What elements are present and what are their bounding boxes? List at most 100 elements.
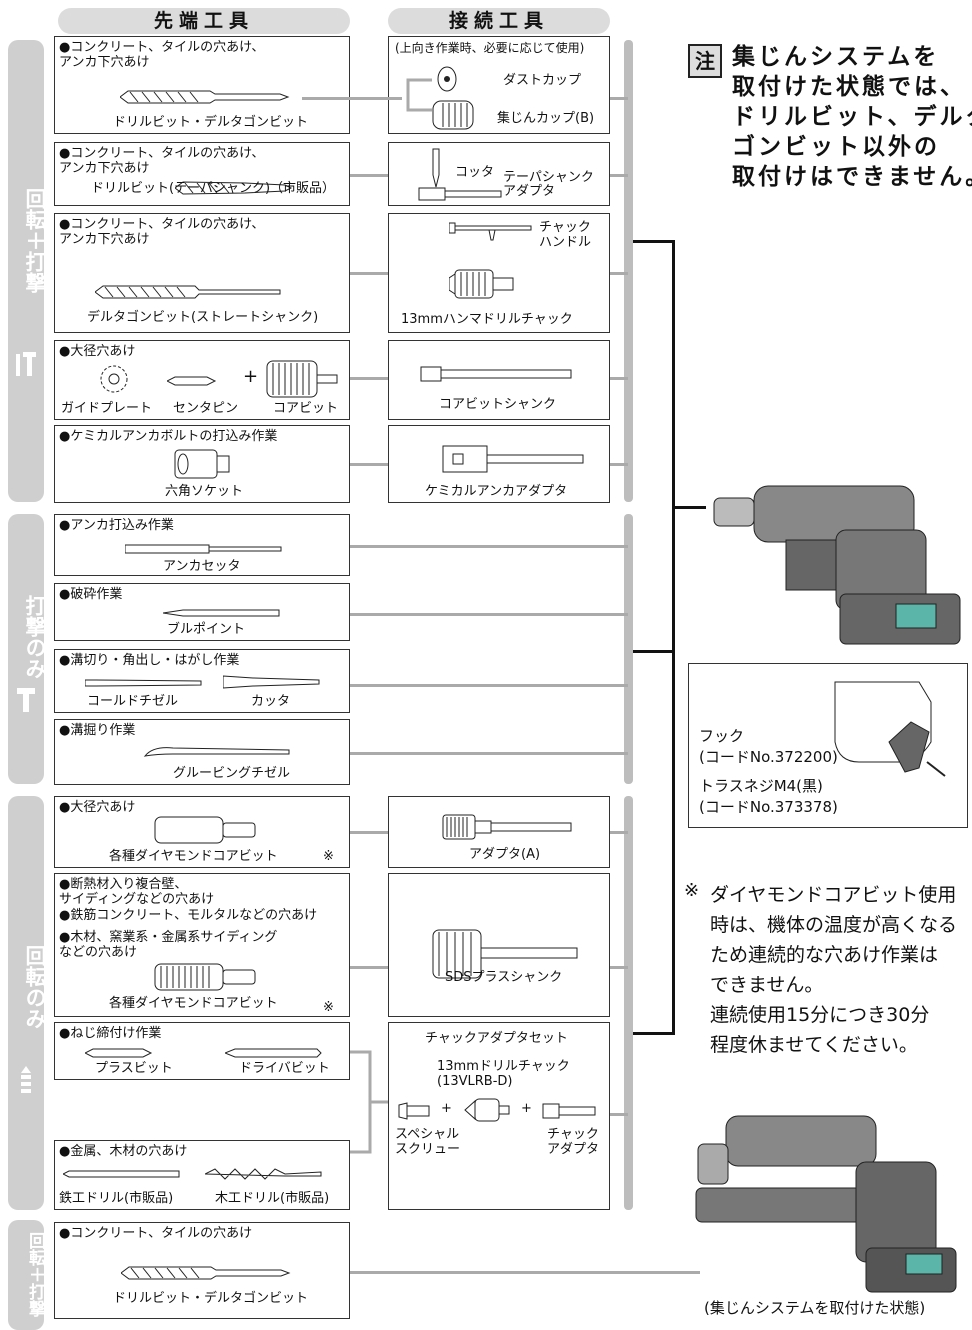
tip-caption: コアビット — [273, 401, 339, 416]
bull-point-icon — [163, 609, 280, 617]
plus-sign: + — [441, 1101, 452, 1116]
tip-box-chemical-anchor: ●ケミカルアンカボルトの打込み作業 六角ソケット — [54, 425, 350, 503]
chemical-anchor-adapter-icon — [442, 445, 584, 473]
connector-line — [610, 966, 628, 969]
anchor-setter-icon — [125, 544, 282, 554]
connector-line — [350, 613, 628, 616]
grooving-chisel-icon — [143, 747, 290, 757]
connect-caption: チャック アダプタ — [547, 1127, 600, 1157]
main-bracket — [633, 240, 675, 243]
tip-box-drill-bit-bottom: ●コンクリート、タイルの穴あけ ドリルビット・デルタゴンビット — [54, 1222, 350, 1319]
band-rotate-hammer-bottom: 回転＋打撃 — [8, 1220, 45, 1330]
tip-title: ●溝掘り作業 — [59, 723, 136, 738]
main-bracket — [633, 1032, 675, 1035]
tip-caption: グルービングチゼル — [173, 766, 291, 781]
chuck-adapter-icon — [542, 1103, 596, 1119]
drill-bit-icon — [120, 90, 290, 104]
iron-drill-icon — [63, 1170, 180, 1178]
band-rotate-only: 回転のみ — [8, 796, 47, 1210]
connect-box-taper-shank: コッタ テーパシャンク アダプタ — [388, 142, 610, 206]
hook-illustration — [834, 681, 946, 777]
tip-box-drill-bit: ●コンクリート、タイルの穴あけ、 アンカ下穴あけ ドリルビット・デルタゴンビット — [54, 36, 350, 134]
drill-bit-icon — [121, 1266, 291, 1280]
cold-chisel-icon — [85, 679, 202, 687]
connect-caption: 集じんカップ(B) — [497, 111, 595, 126]
connector-line — [350, 966, 388, 969]
band-label: 回転のみ — [23, 945, 47, 1029]
hook-detail-box: フック (コードNo.372200) トラスネジM4(黒) (コードNo.373… — [688, 663, 968, 828]
tip-caption: ドライバビット — [239, 1061, 330, 1076]
tip-title: ●ねじ締付け作業 — [59, 1026, 162, 1041]
tip-title: ●コンクリート、タイルの穴あけ、 アンカ下穴あけ — [59, 40, 265, 70]
tip-title: ●大径穴あけ — [59, 344, 136, 359]
main-bracket — [672, 240, 675, 652]
tip-caption: カッタ — [251, 694, 291, 709]
divider-bar — [624, 40, 633, 502]
tip-caption: ドリルビット・デルタゴンビット — [113, 115, 309, 130]
tip-caption: 各種ダイヤモンドコアビット — [109, 996, 278, 1011]
tip-box-large-hole: ●大径穴あけ + ガイドプレート センタピン コアビット — [54, 340, 350, 420]
special-screw-icon — [398, 1102, 430, 1120]
connector-line — [350, 463, 388, 466]
connect-title: (上向き作業時、必要に応じて使用) — [395, 41, 585, 55]
tip-title: ●木材、窯業系・金属系サイディング などの穴あけ — [59, 930, 278, 960]
connect-caption: 13mmハンマドリルチャック — [401, 312, 573, 327]
connector-line — [350, 377, 388, 380]
tip-box-bull-point: ●破砕作業 ブルポイント — [54, 583, 350, 641]
connector-line — [610, 1113, 628, 1116]
connect-subtitle: 13mmドリルチャック (13VLRB-D) — [437, 1059, 570, 1089]
header-tip-tools: 先端工具 — [58, 8, 350, 34]
tip-box-diamond-core-multi: ●断熱材入り複合壁、 サイディングなどの穴あけ ●鉄筋コンクリート、モルタルなど… — [54, 873, 350, 1017]
rotate-hammer-icon — [16, 352, 36, 376]
plus-sign: + — [521, 1101, 532, 1116]
diamond-core-bit-icon — [154, 816, 256, 844]
bracket-connector — [406, 78, 432, 112]
connect-box-core-bit-shank: コアビットシャンク — [388, 340, 610, 420]
tip-box-anchor-setter: ●アンカ打込み作業 アンカセッタ — [54, 514, 350, 576]
connector-line — [610, 272, 628, 275]
band-label: 打撃のみ — [23, 595, 47, 679]
plus-sign: + — [243, 366, 259, 387]
connect-caption: コアビットシャンク — [439, 397, 557, 412]
tip-caption: プラスビット — [95, 1061, 173, 1076]
connect-box-chemical-adapter: ケミカルアンカアダプタ — [388, 425, 610, 503]
center-pin-icon — [167, 376, 217, 386]
tip-caption: コールドチゼル — [87, 694, 179, 709]
rotate-icon — [21, 1066, 31, 1093]
footnote-text: ダイヤモンドコアビット使用 時は、機体の温度が高くなる ため連続的な穴あけ作業は… — [710, 884, 958, 1056]
connect-box-chuck-adapter-set: チャックアダプタセット 13mmドリルチャック (13VLRB-D) + + ス… — [388, 1022, 610, 1210]
tip-caption: ドリルビット(テーパシャンク)（市販品） — [91, 181, 336, 196]
tip-caption: デルタゴンビット(ストレートシャンク) — [87, 310, 319, 325]
adapter-a-icon — [442, 814, 572, 840]
connector-line — [350, 545, 628, 548]
hammer-drill-chuck-icon — [449, 269, 514, 299]
note-badge: 注 — [688, 44, 722, 78]
connect-caption: コッタ — [455, 165, 495, 180]
tip-title: ●溝切り・角出し・はがし作業 — [59, 653, 240, 668]
divider-bar — [624, 514, 633, 784]
connector-line — [610, 377, 628, 380]
taper-shank-adapter-icon — [418, 187, 502, 201]
plus-bit-icon — [85, 1048, 153, 1058]
hammer-icon — [17, 688, 35, 712]
tip-title: ●鉄筋コンクリート、モルタルなどの穴あけ — [59, 908, 318, 923]
band-hammer-only: 打撃のみ — [8, 514, 47, 784]
dust-collection-tool-illustration — [695, 1115, 957, 1293]
connector-line — [350, 831, 388, 834]
connector-line — [350, 1271, 700, 1274]
tip-title: ●ケミカルアンカボルトの打込み作業 — [59, 429, 278, 444]
driver-bit-icon — [225, 1048, 322, 1058]
connect-caption: チャック ハンドル — [539, 220, 592, 250]
note-mark: ※ — [323, 849, 334, 864]
tip-box-screw-bits: ●ねじ締付け作業 プラスビット ドライバビット — [54, 1022, 350, 1080]
tip-caption: 木工ドリル(市販品) — [215, 1191, 330, 1206]
tip-caption: ドリルビット・デルタゴンビット — [113, 1291, 309, 1306]
core-bit-shank-icon — [420, 366, 572, 382]
connector-line — [610, 97, 628, 100]
tip-title: ●破砕作業 — [59, 587, 123, 602]
note-text: 集じんシステムを 取付けた状態では、 ドリルビット、デルタ ゴンビット以外の 取… — [732, 44, 972, 190]
tip-title: ●大径穴あけ — [59, 800, 136, 815]
connect-caption: SDSプラスシャンク — [445, 970, 563, 985]
bracket-connector — [350, 1050, 388, 1154]
footnote-mark: ※ — [684, 880, 700, 901]
